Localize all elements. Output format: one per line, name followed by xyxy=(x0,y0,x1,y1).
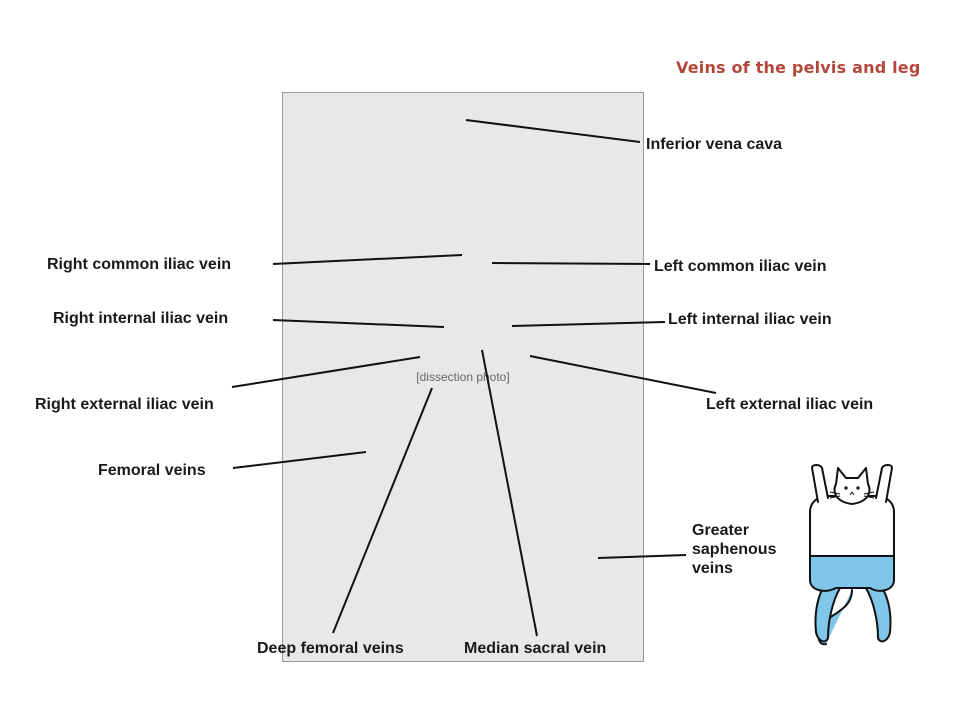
leader-deep-femoral xyxy=(332,387,433,634)
leader-right-common xyxy=(272,254,463,265)
label-right-common-iliac-vein: Right common iliac vein xyxy=(47,256,232,273)
diagram-title: Veins of the pelvis and leg xyxy=(676,58,921,77)
leader-femoral xyxy=(232,451,367,469)
label-inferior-vena-cava: Inferior vena cava xyxy=(646,136,783,153)
leader-left-internal xyxy=(511,321,666,327)
label-right-external-iliac-vein: Right external iliac vein xyxy=(35,396,214,413)
leader-right-external xyxy=(231,356,421,388)
label-femoral-veins: Femoral veins xyxy=(98,462,206,479)
label-left-external-iliac-vein: Left external iliac vein xyxy=(706,396,874,413)
leader-right-internal xyxy=(272,319,445,328)
dissection-photo-placeholder: [dissection photo] xyxy=(282,92,644,662)
label-right-internal-iliac-vein: Right internal iliac vein xyxy=(53,310,229,327)
label-left-internal-iliac-vein: Left internal iliac vein xyxy=(668,311,832,328)
label-left-common-iliac-vein: Left common iliac vein xyxy=(654,258,827,275)
label-median-sacral-vein: Median sacral vein xyxy=(464,640,607,657)
leader-ivc xyxy=(465,119,641,143)
leader-left-external xyxy=(529,355,717,394)
label-deep-femoral-veins: Deep femoral veins xyxy=(257,640,404,657)
leader-median-sacral xyxy=(481,349,538,637)
leader-greater-saphenous xyxy=(597,554,687,559)
label-greater-saphenous-veins: Greater saphenous veins xyxy=(692,522,777,577)
cat-orientation-icon xyxy=(809,464,895,646)
leader-left-common xyxy=(491,262,651,265)
